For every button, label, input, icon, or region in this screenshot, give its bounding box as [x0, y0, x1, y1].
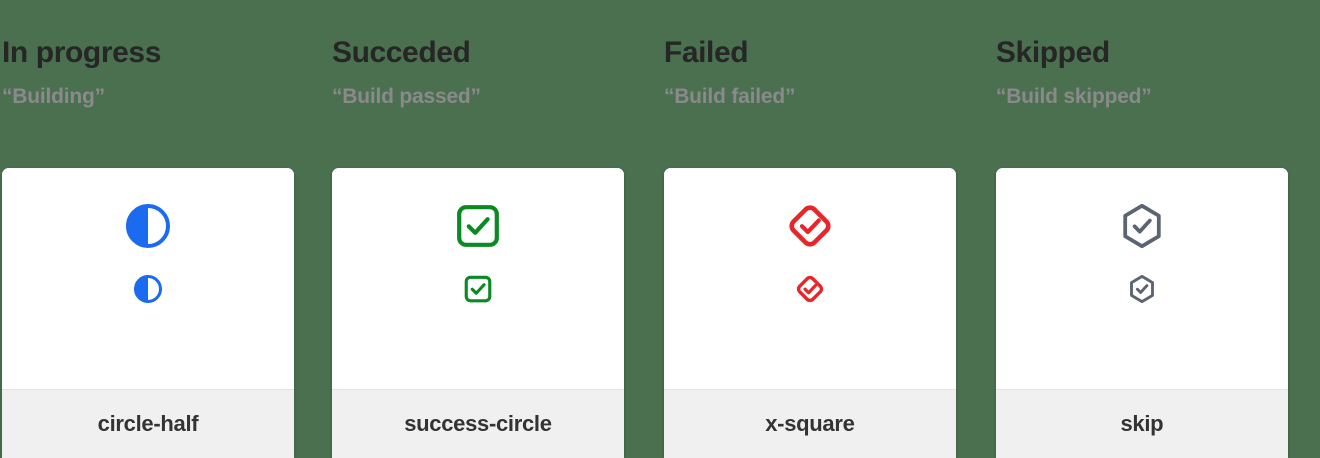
success-circle-icon [457, 205, 499, 247]
icon-card-skip[interactable]: skip [995, 168, 1288, 458]
icon-name-label: success-circle [331, 389, 624, 458]
column-header-succeded: Succeded “Build passed” [331, 0, 660, 108]
success-circle-icon-small [464, 275, 492, 303]
status-column-failed: Failed “Build failed” x-square [660, 0, 990, 458]
x-square-icon [789, 205, 831, 247]
column-header-skipped: Skipped “Build skipped” [995, 0, 1320, 108]
column-header-failed: Failed “Build failed” [663, 0, 990, 108]
subtitle-succeded: “Build passed” [331, 85, 481, 108]
icon-preview-area [995, 168, 1288, 389]
icon-name-label: x-square [663, 389, 956, 458]
skip-icon-small [1129, 274, 1154, 304]
skip-icon [1123, 203, 1161, 249]
status-column-in-progress: In progress “Building” circle-half [0, 0, 330, 458]
column-header-in-progress: In progress “Building” [2, 0, 330, 108]
icon-card-success-circle[interactable]: success-circle [331, 168, 624, 458]
circle-half-icon [126, 204, 170, 248]
icon-preview-area [331, 168, 624, 389]
circle-half-icon-small [134, 275, 162, 303]
subtitle-in-progress: “Building” [2, 85, 105, 108]
icon-name-label: circle-half [2, 389, 294, 458]
status-column-skipped: Skipped “Build skipped” skip [990, 0, 1320, 458]
page-title-in-progress: In progress [2, 36, 161, 69]
icon-name-label: skip [995, 389, 1288, 458]
subtitle-failed: “Build failed” [663, 85, 796, 108]
page-title-failed: Failed [663, 36, 749, 69]
icon-preview-area [663, 168, 956, 389]
page-title-succeded: Succeded [331, 36, 471, 69]
x-square-icon-small [796, 275, 824, 303]
icon-card-circle-half[interactable]: circle-half [2, 168, 294, 458]
icon-preview-area [2, 168, 294, 389]
page-title-skipped: Skipped [995, 36, 1110, 69]
subtitle-skipped: “Build skipped” [995, 85, 1152, 108]
status-column-succeded: Succeded “Build passed” success-circle [330, 0, 660, 458]
icon-card-x-square[interactable]: x-square [663, 168, 956, 458]
